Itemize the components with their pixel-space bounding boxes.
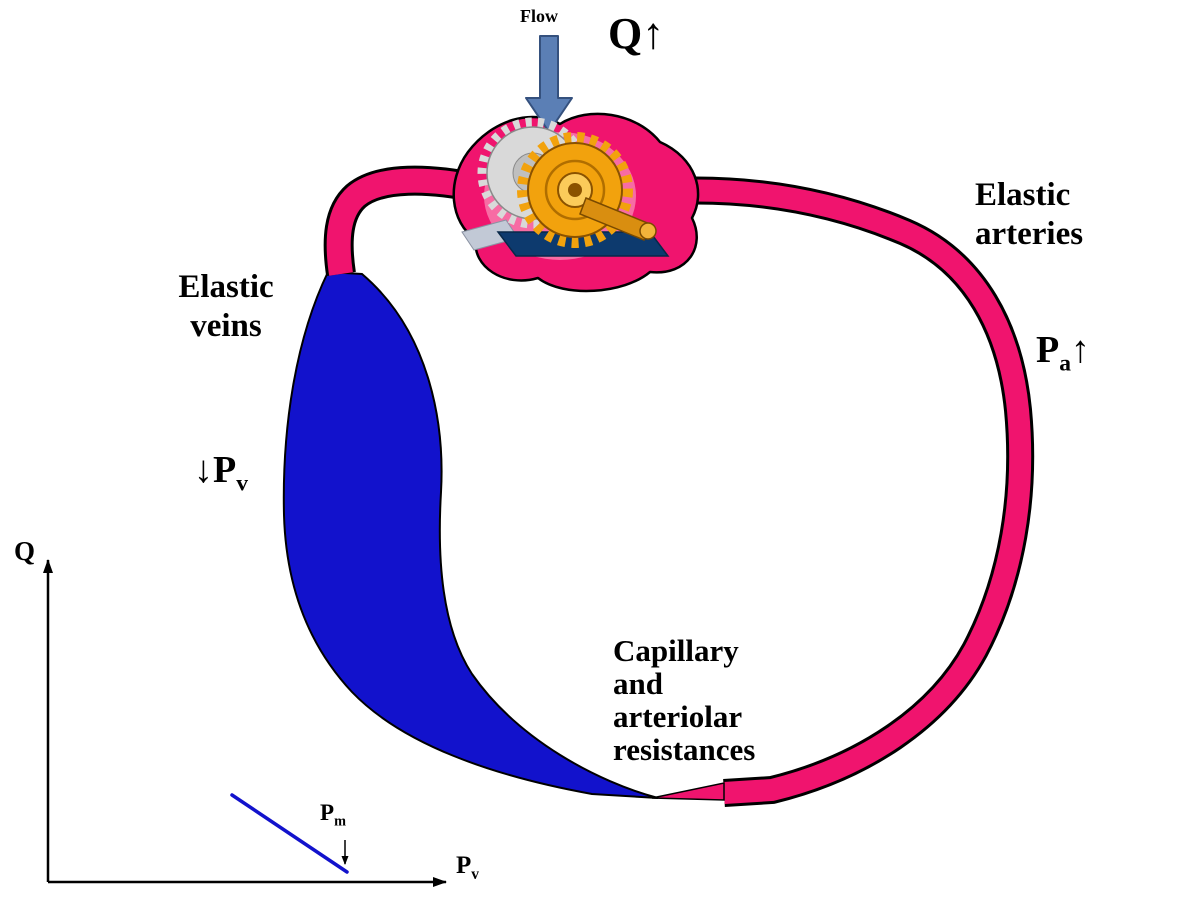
graph-pm-label: Pm: [320, 800, 346, 829]
graph-y-axis-label: Q: [14, 536, 36, 566]
elastic-arteries-label: Elastic arteries: [975, 176, 1083, 254]
resistances-line4: resistances: [613, 732, 756, 768]
q-text: Q: [608, 9, 643, 58]
q-increase-label: Q↑: [608, 8, 664, 59]
artery-left-tube: [323, 165, 482, 277]
flow-label: Flow: [520, 6, 558, 26]
artery-taper-tip: [651, 782, 725, 801]
pa-base: P: [1036, 329, 1060, 371]
graph-pm-base: P: [320, 800, 335, 825]
pump-shaft: [579, 197, 657, 241]
pv-base: P: [213, 449, 237, 491]
graph-x-base: P: [456, 852, 472, 879]
resistances-line2: and: [613, 666, 663, 702]
elastic-veins-line1: Elastic: [178, 269, 274, 305]
pa-increase-label: Pa↑: [1036, 328, 1090, 375]
pump-illustration: [461, 117, 670, 257]
elastic-arteries-line1: Elastic: [975, 177, 1071, 213]
elastic-veins-label: Elastic veins: [156, 268, 296, 346]
up-arrow-icon: ↑: [1071, 329, 1090, 371]
pv-subscript: v: [236, 470, 248, 497]
graph-venous-return-line: [230, 793, 349, 874]
resistances-label: Capillary and arteriolar resistances: [613, 634, 755, 767]
elastic-arteries-line2: arteries: [975, 215, 1084, 252]
resistances-line1: Capillary: [613, 633, 739, 668]
graph-pm-subscript: m: [334, 813, 346, 830]
pa-subscript: a: [1059, 350, 1071, 377]
resistances-line3: arteriolar: [613, 699, 743, 735]
elastic-veins-line2: veins: [190, 307, 262, 344]
up-arrow-icon: ↑: [642, 9, 665, 58]
inset-graph: [43, 559, 447, 887]
flow-arrow-icon: [525, 35, 573, 133]
down-arrow-icon: ↓: [194, 449, 213, 491]
elastic-vein-shape: [282, 270, 659, 799]
graph-x-subscript: v: [471, 866, 480, 883]
graph-x-axis-label: Pv: [456, 852, 480, 883]
elastic-artery-loop: [638, 176, 1035, 807]
pv-decrease-label: ↓Pv: [194, 448, 248, 495]
